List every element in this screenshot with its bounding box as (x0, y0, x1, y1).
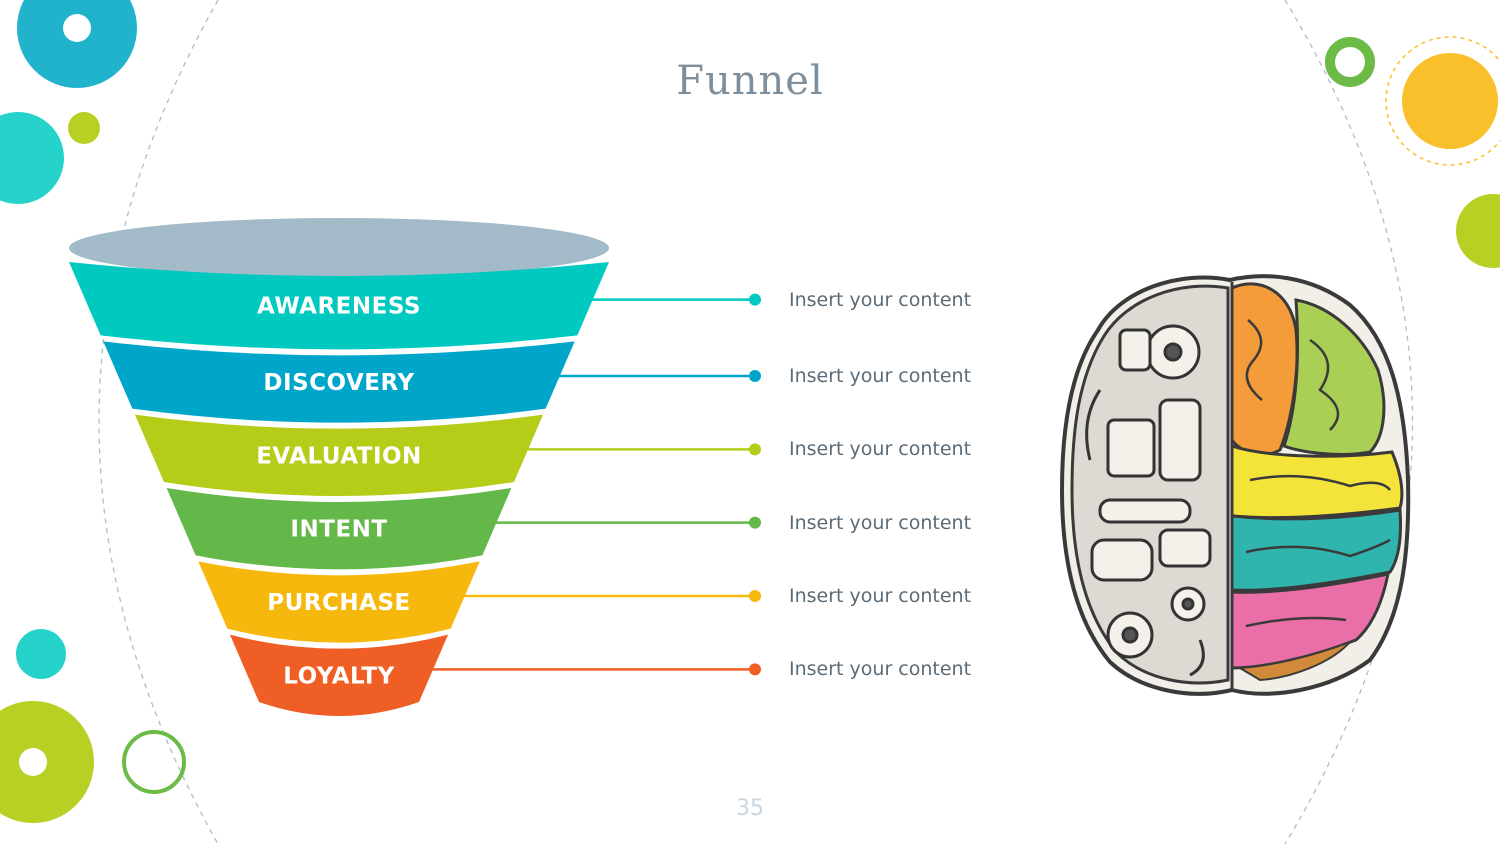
connector-dot (510, 443, 523, 456)
funnel-diagram: AWARENESS DISCOVERY EVALUATION INTENT PURCHA… (69, 218, 609, 716)
brain-lobe-orange (1230, 282, 1299, 456)
decor-circle (19, 748, 47, 776)
brain-lobe-yellow (1230, 443, 1404, 520)
brain-lobe-teal (1230, 508, 1402, 592)
connector-dot (415, 663, 428, 676)
content-text-evaluation: Insert your content (789, 438, 972, 461)
funnel-band-awareness (69, 262, 609, 350)
connector-dot (749, 516, 761, 529)
decor-circle (1402, 53, 1498, 149)
content-text-purchase: Insert your content (789, 585, 972, 607)
content-text-discovery: Insert your content (789, 365, 972, 387)
funnel-label-discovery: DISCOVERY (263, 370, 414, 396)
connector-dot (478, 516, 491, 529)
decor-circle (16, 629, 66, 679)
decor-circle (0, 112, 64, 204)
page-number: 35 (736, 796, 764, 821)
connector-dot (749, 293, 761, 306)
brain-lobe-brown (1236, 641, 1351, 682)
decor-ring (1325, 37, 1375, 87)
funnel-label-awareness: AWARENESS (257, 294, 421, 320)
funnel-label-evaluation: EVALUATION (256, 443, 422, 469)
decor-circle (63, 14, 91, 42)
funnel-label-purchase: PURCHASE (267, 590, 410, 616)
content-text-awareness: Insert your content (789, 288, 972, 311)
funnel-band-evaluation (134, 414, 544, 496)
decor-circle (68, 112, 100, 144)
brain-illustration-icon (1059, 274, 1411, 696)
decor-circle (17, 0, 137, 88)
funnel-band-loyalty (229, 634, 449, 716)
decor-circle (1456, 194, 1500, 268)
decor-ring (122, 730, 186, 794)
background-dashed-arc-left (98, 0, 219, 844)
brain-gears (1085, 324, 1212, 677)
connector-lines (415, 293, 761, 676)
brain-left-hemisphere (1070, 284, 1230, 685)
background-dashed-arc-right (1284, 0, 1414, 844)
funnel-band-intent (166, 488, 512, 570)
funnel-label-loyalty: LOYALTY (283, 663, 395, 689)
funnel-band-purchase (198, 561, 480, 643)
connector-dot (749, 443, 761, 456)
decor-dashed-ring (1385, 36, 1500, 166)
connector-dot (541, 370, 554, 382)
brain-swirls (1245, 319, 1391, 628)
content-text-intent: Insert your content (789, 511, 972, 534)
funnel-rim (69, 218, 609, 278)
connector-dot (749, 663, 761, 676)
connector-dot (574, 293, 587, 306)
brain-lobe-green (1282, 298, 1386, 456)
slide-title: Funnel (676, 58, 824, 104)
connector-dot (446, 590, 459, 602)
connector-dot (749, 590, 761, 602)
funnel-band-discovery (103, 341, 575, 423)
connector-dot (749, 370, 761, 382)
funnel-label-intent: INTENT (290, 517, 387, 543)
content-text-loyalty: Insert your content (789, 658, 972, 681)
